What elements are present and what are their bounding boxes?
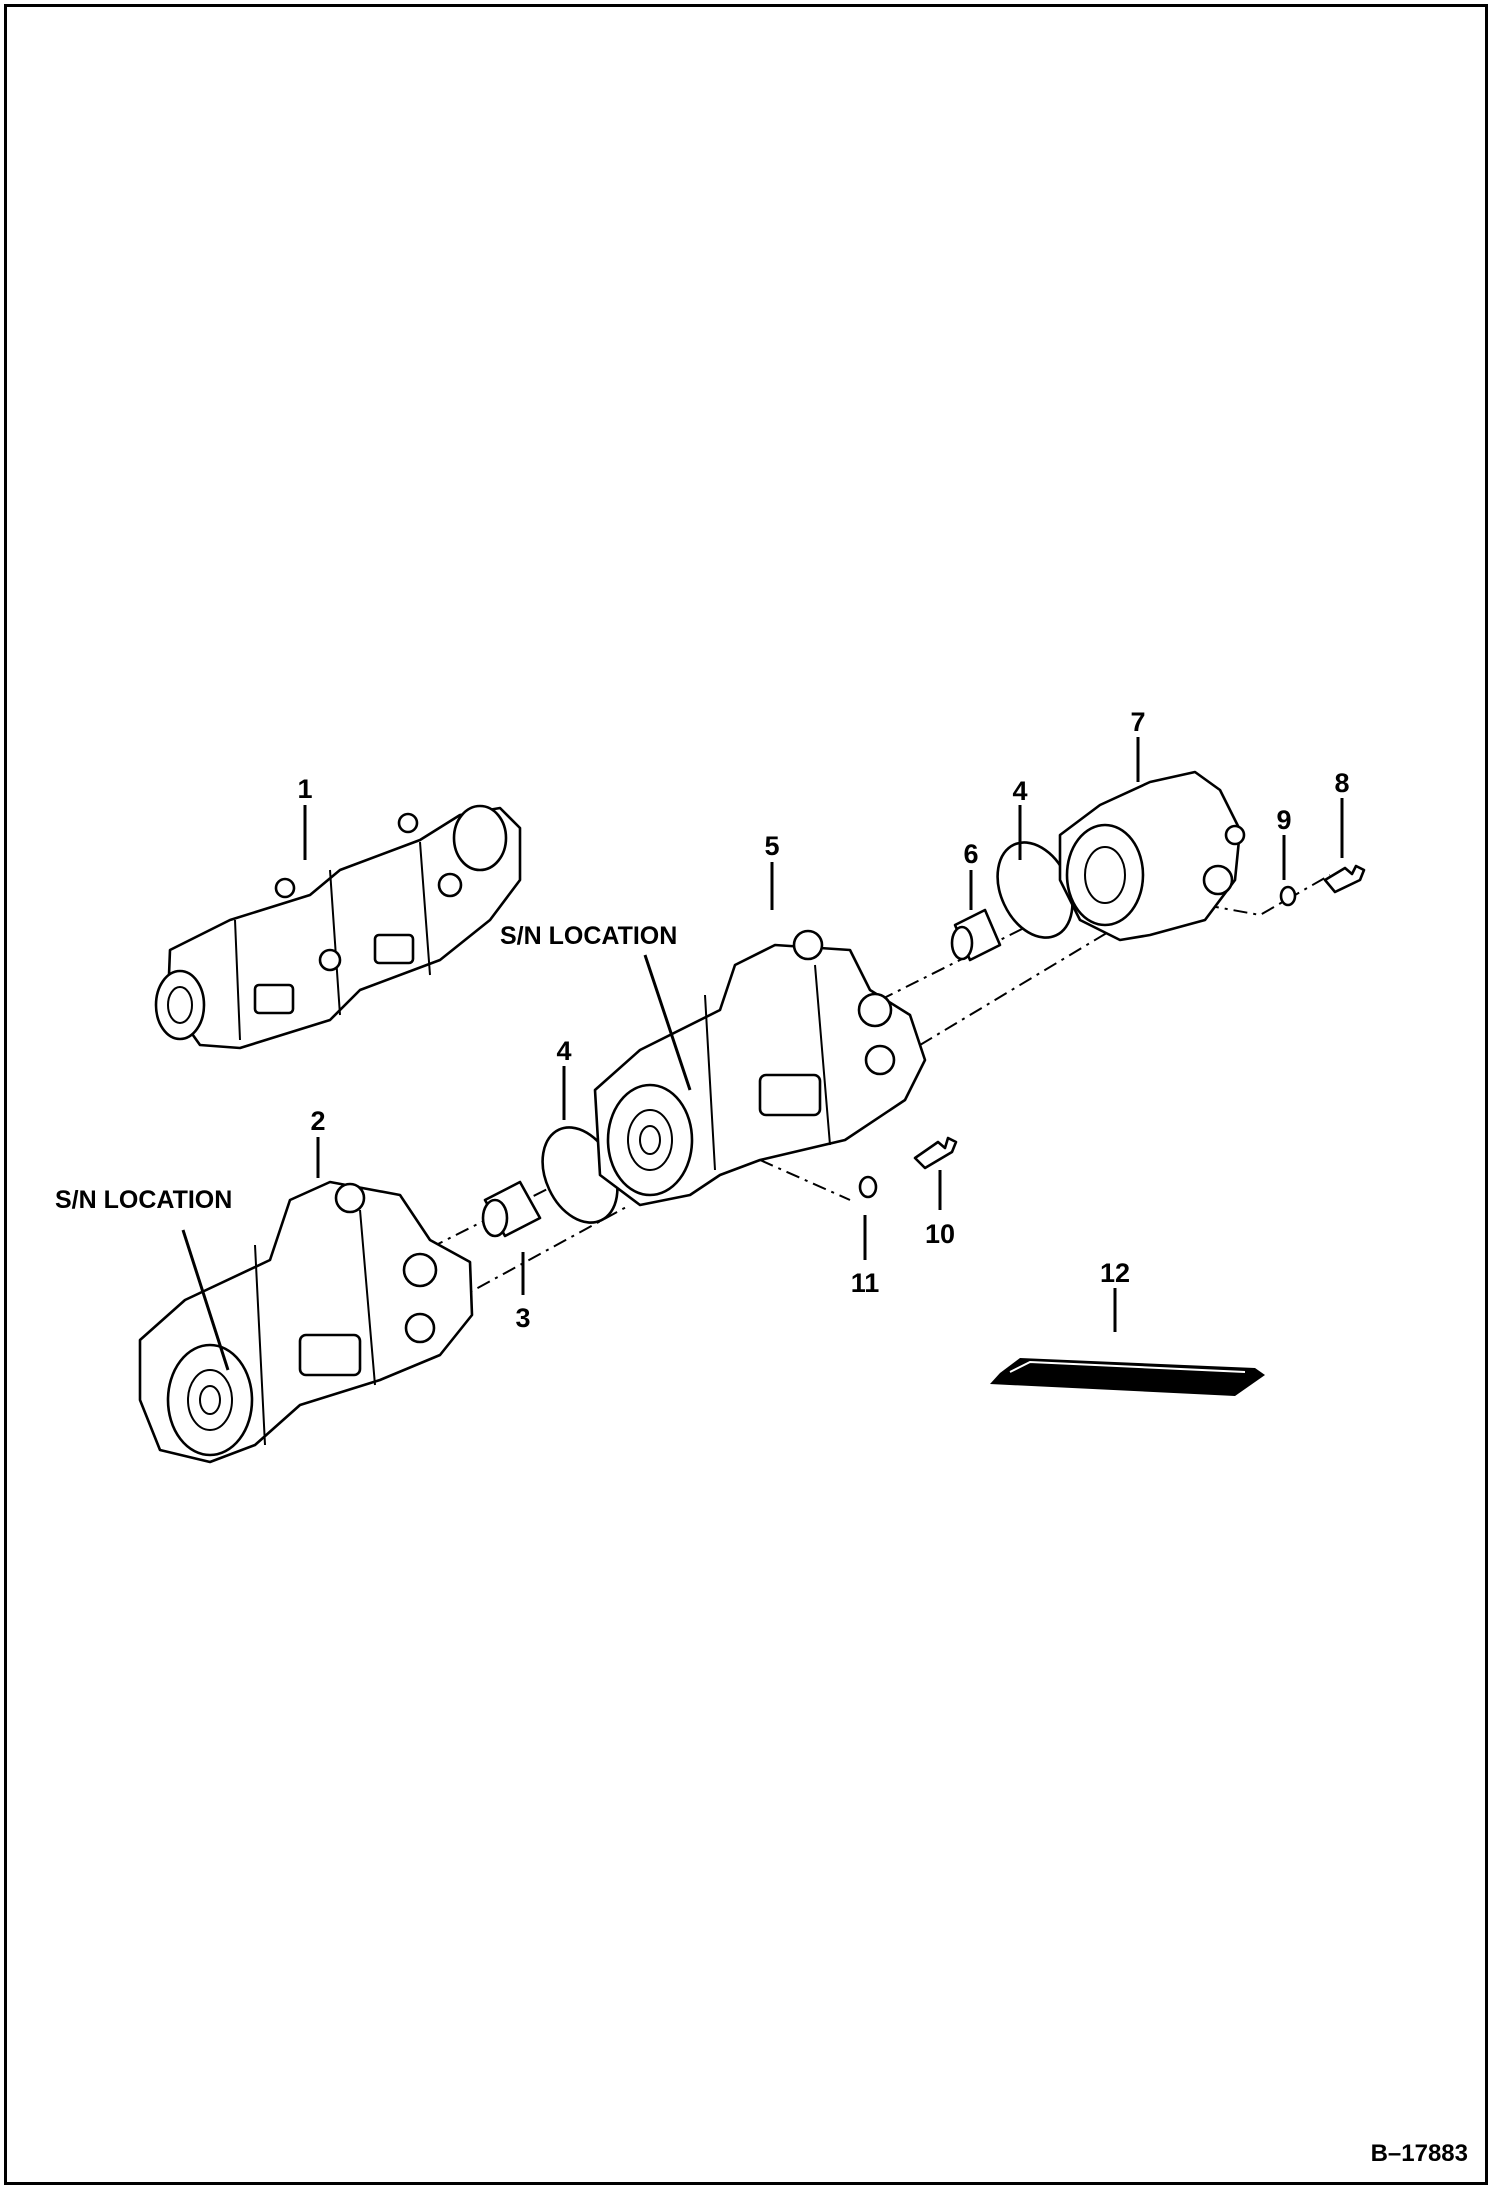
- page-border: [4, 4, 1488, 2185]
- o-ring-9: [1279, 885, 1297, 907]
- tandem-pump-assembly: [154, 804, 522, 1050]
- callout-1: 1: [297, 774, 312, 804]
- callout-12: 12: [1100, 1258, 1130, 1288]
- figure-reference: B–17883: [1371, 2140, 1468, 2167]
- callout-2: 2: [310, 1106, 325, 1136]
- leader-lines: [181, 737, 1344, 1371]
- callout-10: 10: [925, 1219, 955, 1249]
- callout-8: 8: [1334, 768, 1349, 798]
- sn-location-label-lower: S/N LOCATION: [55, 1186, 232, 1214]
- coupler-3: [481, 1180, 542, 1238]
- coupler-6: [950, 908, 1002, 962]
- callout-11: 11: [851, 1268, 880, 1298]
- callout-5: 5: [764, 831, 779, 861]
- end-pump-7: [1058, 770, 1246, 942]
- o-ring-11: [858, 1175, 878, 1199]
- callout-3: 3: [515, 1303, 530, 1333]
- callout-6: 6: [963, 839, 978, 869]
- sn-location-label-upper: S/N LOCATION: [500, 922, 677, 950]
- callout-7: 7: [1130, 707, 1145, 737]
- pump-section-5: [593, 929, 927, 1207]
- callout-9: 9: [1276, 805, 1291, 835]
- seal-kit-12: [990, 1358, 1265, 1396]
- callout-4-upper: 4: [1012, 776, 1027, 806]
- callouts: 1 2 3 4 4 5 6 7 8 9 10 11 12: [297, 707, 1349, 1333]
- fitting-10: [913, 1136, 958, 1170]
- callout-4-lower: 4: [556, 1036, 571, 1066]
- fitting-8: [1323, 864, 1366, 894]
- pump-section-2: [138, 1180, 474, 1464]
